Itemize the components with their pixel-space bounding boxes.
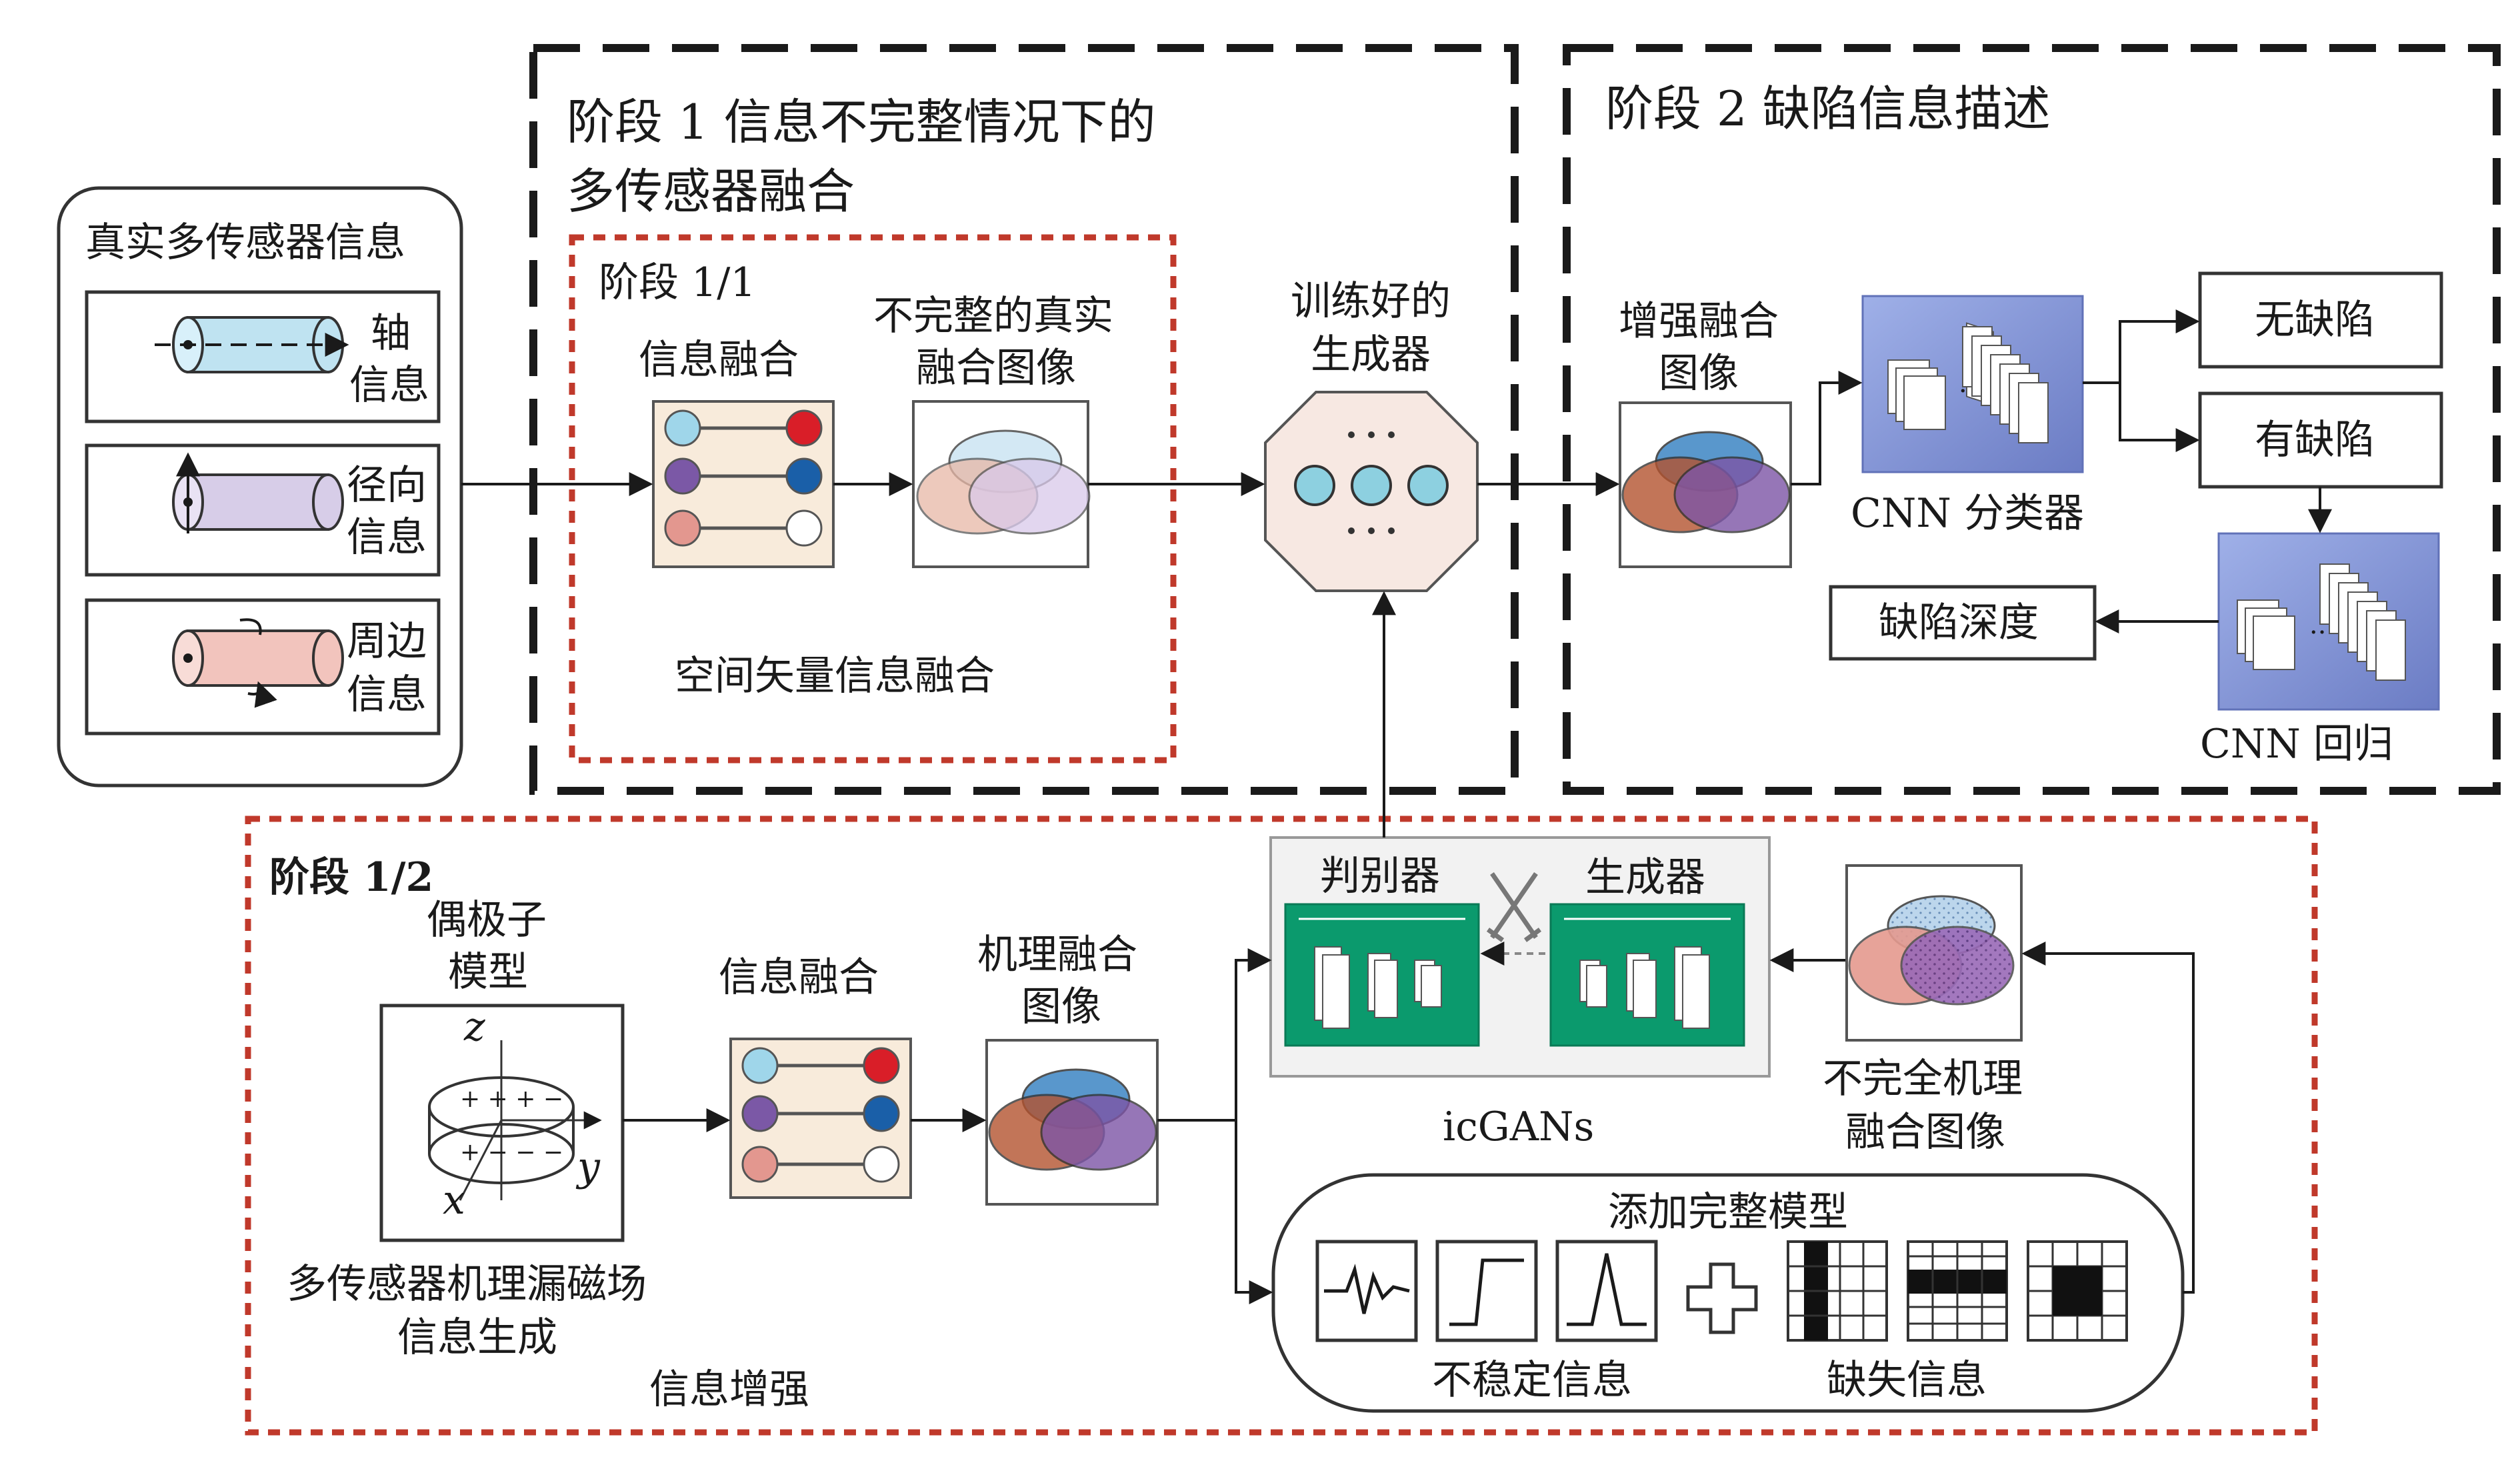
sensor-panel: 真实多传感器信息 轴 信息 径向 信息 bbox=[57, 186, 463, 788]
has-defect-label: 有缺陷 bbox=[2255, 417, 2375, 463]
dipole-line1: 偶极子 bbox=[427, 897, 547, 944]
stage1-1-fusion-label: 信息融合 bbox=[639, 337, 799, 383]
defect-depth-box bbox=[1829, 585, 2097, 661]
axial-label-line1: 轴 bbox=[371, 310, 411, 357]
axis-y: y bbox=[575, 1144, 601, 1190]
stage1-2-caption: 信息增强 bbox=[649, 1366, 809, 1413]
stage1-2-label: 阶段 1/2 bbox=[269, 854, 433, 901]
radial-cylinder-icon bbox=[172, 452, 344, 533]
cnn-classifier-label: CNN 分类器 bbox=[1851, 490, 2084, 537]
icgans-label: icGANs bbox=[1443, 1104, 1594, 1150]
axial-card bbox=[85, 290, 441, 423]
trained-generator-line2: 生成器 bbox=[1311, 331, 1431, 378]
has-defect-box bbox=[2198, 391, 2443, 489]
plus-icon bbox=[1686, 1262, 1758, 1334]
cnn-classifier-block: ··· bbox=[1861, 295, 2084, 473]
dipole-model-image: + + + − + − − − bbox=[379, 1004, 625, 1242]
radial-label-line2: 信息 bbox=[347, 514, 427, 561]
incomplete-mech-fusion-image bbox=[1845, 864, 2023, 1042]
incomplete-mech-line1: 不完全机理 bbox=[1823, 1056, 2023, 1102]
unstable-info-label: 不稳定信息 bbox=[1432, 1357, 1632, 1404]
svg-text:+ − − −: + − − − bbox=[460, 1139, 563, 1166]
generator-label: 生成器 bbox=[1585, 854, 1705, 901]
stage1-2-fusion-label: 信息融合 bbox=[719, 954, 879, 1001]
no-defect-box bbox=[2198, 271, 2443, 369]
stage1-box bbox=[529, 44, 1519, 795]
stage2-title: 阶段 2 缺陷信息描述 bbox=[1605, 81, 2051, 137]
circ-label-line2: 信息 bbox=[347, 671, 427, 718]
connectors bbox=[461, 309, 2332, 1304]
stage1-1-incomplete-line2: 融合图像 bbox=[916, 345, 1076, 391]
svg-text:+ + + −: + + + − bbox=[460, 1086, 563, 1113]
gen-info-line2: 信息生成 bbox=[397, 1314, 557, 1361]
enhanced-fusion-line1: 增强融合 bbox=[1619, 298, 1779, 345]
stage1-2-box bbox=[245, 816, 2318, 1436]
incomplete-mech-line2: 融合图像 bbox=[1845, 1109, 2005, 1156]
icgans-panel bbox=[1269, 836, 1771, 1078]
stage1-1-incomplete-line1: 不完整的真实 bbox=[873, 293, 1113, 339]
stage1-1-caption: 空间矢量信息融合 bbox=[675, 653, 995, 699]
axis-x: x bbox=[443, 1177, 465, 1224]
stage1-2-fusion-card bbox=[729, 1038, 912, 1199]
trained-generator-line1: 训练好的 bbox=[1291, 278, 1451, 325]
cnn-regression-label: CNN 回归 bbox=[2200, 721, 2393, 768]
stage1-1-fusion-card bbox=[652, 400, 835, 568]
axial-cylinder-icon bbox=[155, 316, 349, 373]
axial-label-line2: 信息 bbox=[349, 362, 429, 409]
axis-z: z bbox=[463, 1004, 485, 1050]
gen-info-line1: 多传感器机理漏磁场 bbox=[287, 1261, 647, 1308]
circ-label-line1: 周边 bbox=[347, 618, 427, 665]
stage1-title-line2: 多传感器融合 bbox=[567, 163, 855, 219]
no-defect-label: 无缺陷 bbox=[2255, 297, 2375, 343]
defect-depth-label: 缺陷深度 bbox=[1879, 599, 2039, 646]
dipole-line2: 模型 bbox=[448, 949, 528, 996]
mech-fusion-line2: 图像 bbox=[1021, 984, 1101, 1030]
radial-label-line1: 径向 bbox=[347, 462, 427, 509]
stage1-1-label: 阶段 1/1 bbox=[599, 259, 756, 306]
cnn-regression-block: ··· bbox=[2217, 532, 2440, 711]
missing-info-label: 缺失信息 bbox=[1827, 1357, 1987, 1404]
crossed-swords-icon bbox=[1486, 872, 1542, 942]
circ-cylinder-icon bbox=[172, 618, 344, 694]
incomplete-real-fusion-image bbox=[912, 400, 1091, 568]
enhanced-fusion-line2: 图像 bbox=[1659, 350, 1739, 397]
sensor-panel-title: 真实多传感器信息 bbox=[85, 219, 405, 266]
enhanced-fusion-image bbox=[1619, 401, 1792, 568]
stage1-title-line1: 阶段 1 信息不完整情况下的 bbox=[567, 94, 1156, 150]
unstable-signal-icons bbox=[1315, 1240, 1658, 1342]
mech-fusion-line1: 机理融合 bbox=[977, 932, 1137, 978]
mech-fusion-image bbox=[985, 1039, 1159, 1206]
add-model-label: 添加完整模型 bbox=[1608, 1189, 1848, 1236]
trained-generator-node bbox=[1264, 391, 1479, 592]
discriminator-label: 判别器 bbox=[1320, 853, 1440, 900]
missing-grid-icons bbox=[1787, 1240, 2128, 1342]
stage1-1-box bbox=[569, 234, 1177, 764]
